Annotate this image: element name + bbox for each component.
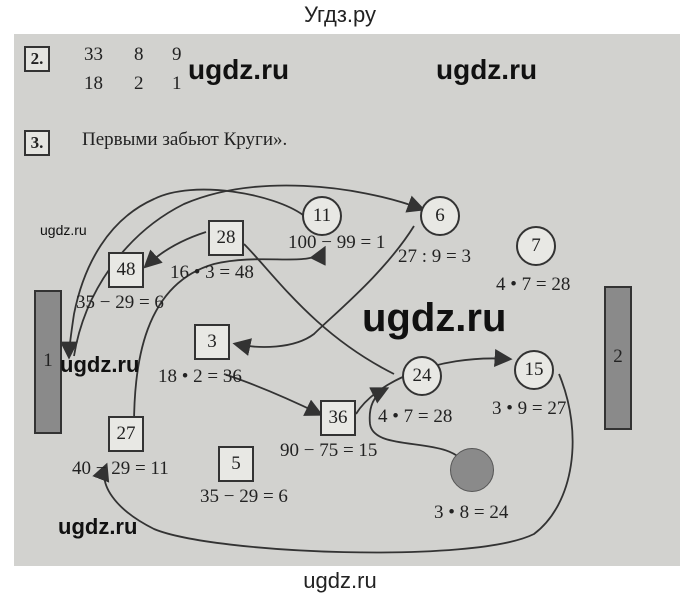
equation: 3 • 9 = 27 bbox=[492, 398, 567, 419]
circle-node: 15 bbox=[514, 350, 554, 390]
equation: 100 − 99 = 1 bbox=[288, 232, 386, 253]
equation: 16 • 3 = 48 bbox=[170, 262, 254, 283]
goal-left: 1 bbox=[34, 290, 62, 434]
task-2-value: 8 bbox=[134, 44, 144, 65]
equation: 27 : 9 = 3 bbox=[398, 246, 471, 267]
watermark: ugdz.ru bbox=[188, 54, 290, 85]
path-line bbox=[232, 225, 415, 356]
goal-right: 2 bbox=[604, 286, 632, 430]
task-2-number: 2. bbox=[24, 46, 50, 72]
watermark: ugdz.ru bbox=[58, 514, 138, 539]
task-2-value: 18 bbox=[84, 73, 103, 94]
task-2-value: 33 bbox=[84, 44, 103, 65]
ball-icon bbox=[450, 448, 494, 492]
site-header[interactable]: Угдз.ру bbox=[303, 2, 377, 27]
path-line bbox=[223, 373, 324, 416]
equation: 35 − 29 = 6 bbox=[200, 486, 288, 507]
square-node: 5 bbox=[218, 446, 254, 482]
site-footer[interactable]: ugdz.ru bbox=[303, 568, 377, 593]
paths-svg bbox=[60, 184, 574, 554]
circle-node: 6 bbox=[420, 196, 460, 236]
equation: 40 − 29 = 11 bbox=[72, 458, 169, 479]
square-node: 28 bbox=[208, 220, 244, 256]
equation: 3 • 8 = 24 bbox=[434, 502, 509, 523]
path-line bbox=[143, 231, 207, 269]
path-line bbox=[60, 188, 304, 360]
equation: 4 • 7 = 28 bbox=[496, 274, 571, 295]
task-2-value: 1 bbox=[172, 73, 182, 94]
square-node: 36 bbox=[320, 400, 356, 436]
textbook-page: 2. 33 8 9 18 2 1 3. Первыми забьют Круги… bbox=[14, 34, 680, 566]
square-node: 27 bbox=[108, 416, 144, 452]
square-node: 3 bbox=[194, 324, 230, 360]
goal-label: 2 bbox=[613, 346, 623, 367]
square-node: 48 bbox=[108, 252, 144, 288]
path-line bbox=[73, 184, 426, 357]
path-line bbox=[133, 245, 326, 427]
equation: 4 • 7 = 28 bbox=[378, 406, 453, 427]
watermark: ugdz.ru bbox=[436, 54, 538, 85]
path-line bbox=[92, 373, 574, 554]
path-line bbox=[243, 243, 395, 375]
task-2-value: 9 bbox=[172, 44, 182, 65]
watermark: ugdz.ru bbox=[60, 352, 140, 377]
circle-node: 7 bbox=[516, 226, 556, 266]
task-3-answer: Первыми забьют Круги». bbox=[82, 129, 288, 150]
circle-node: 11 bbox=[302, 196, 342, 236]
equation: 18 • 2 = 36 bbox=[158, 366, 242, 387]
task-3-number: 3. bbox=[24, 130, 50, 156]
watermark: ugdz.ru bbox=[40, 222, 87, 238]
circle-node: 24 bbox=[402, 356, 442, 396]
watermark: ugdz.ru bbox=[362, 296, 507, 340]
task-2-value: 2 bbox=[134, 73, 144, 94]
goal-label: 1 bbox=[43, 350, 53, 371]
equation: 35 − 29 = 6 bbox=[76, 292, 164, 313]
equation: 90 − 75 = 15 bbox=[280, 440, 378, 461]
path-line bbox=[368, 387, 467, 468]
